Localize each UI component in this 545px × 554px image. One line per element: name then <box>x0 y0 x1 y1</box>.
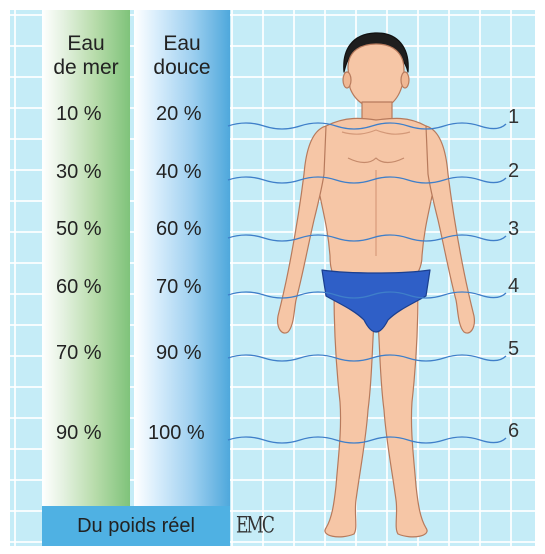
level-number-2: 2 <box>508 160 519 183</box>
left-leg <box>325 290 374 537</box>
level-number-5: 5 <box>508 338 519 361</box>
right-ear <box>401 72 409 88</box>
diagram: Eau de mer Eau douce 10 % 30 % 50 % 60 %… <box>10 10 535 546</box>
level-number-6: 6 <box>508 420 519 443</box>
level-number-1: 1 <box>508 106 519 129</box>
figure-drawing <box>10 10 535 546</box>
left-ear <box>343 72 351 88</box>
left-arm <box>278 126 326 333</box>
level-number-3: 3 <box>508 218 519 241</box>
water-line-6 <box>228 437 506 443</box>
right-leg <box>378 290 427 537</box>
head <box>348 44 404 109</box>
level-number-4: 4 <box>508 275 519 298</box>
human-figure <box>278 33 475 537</box>
right-arm <box>426 126 474 333</box>
